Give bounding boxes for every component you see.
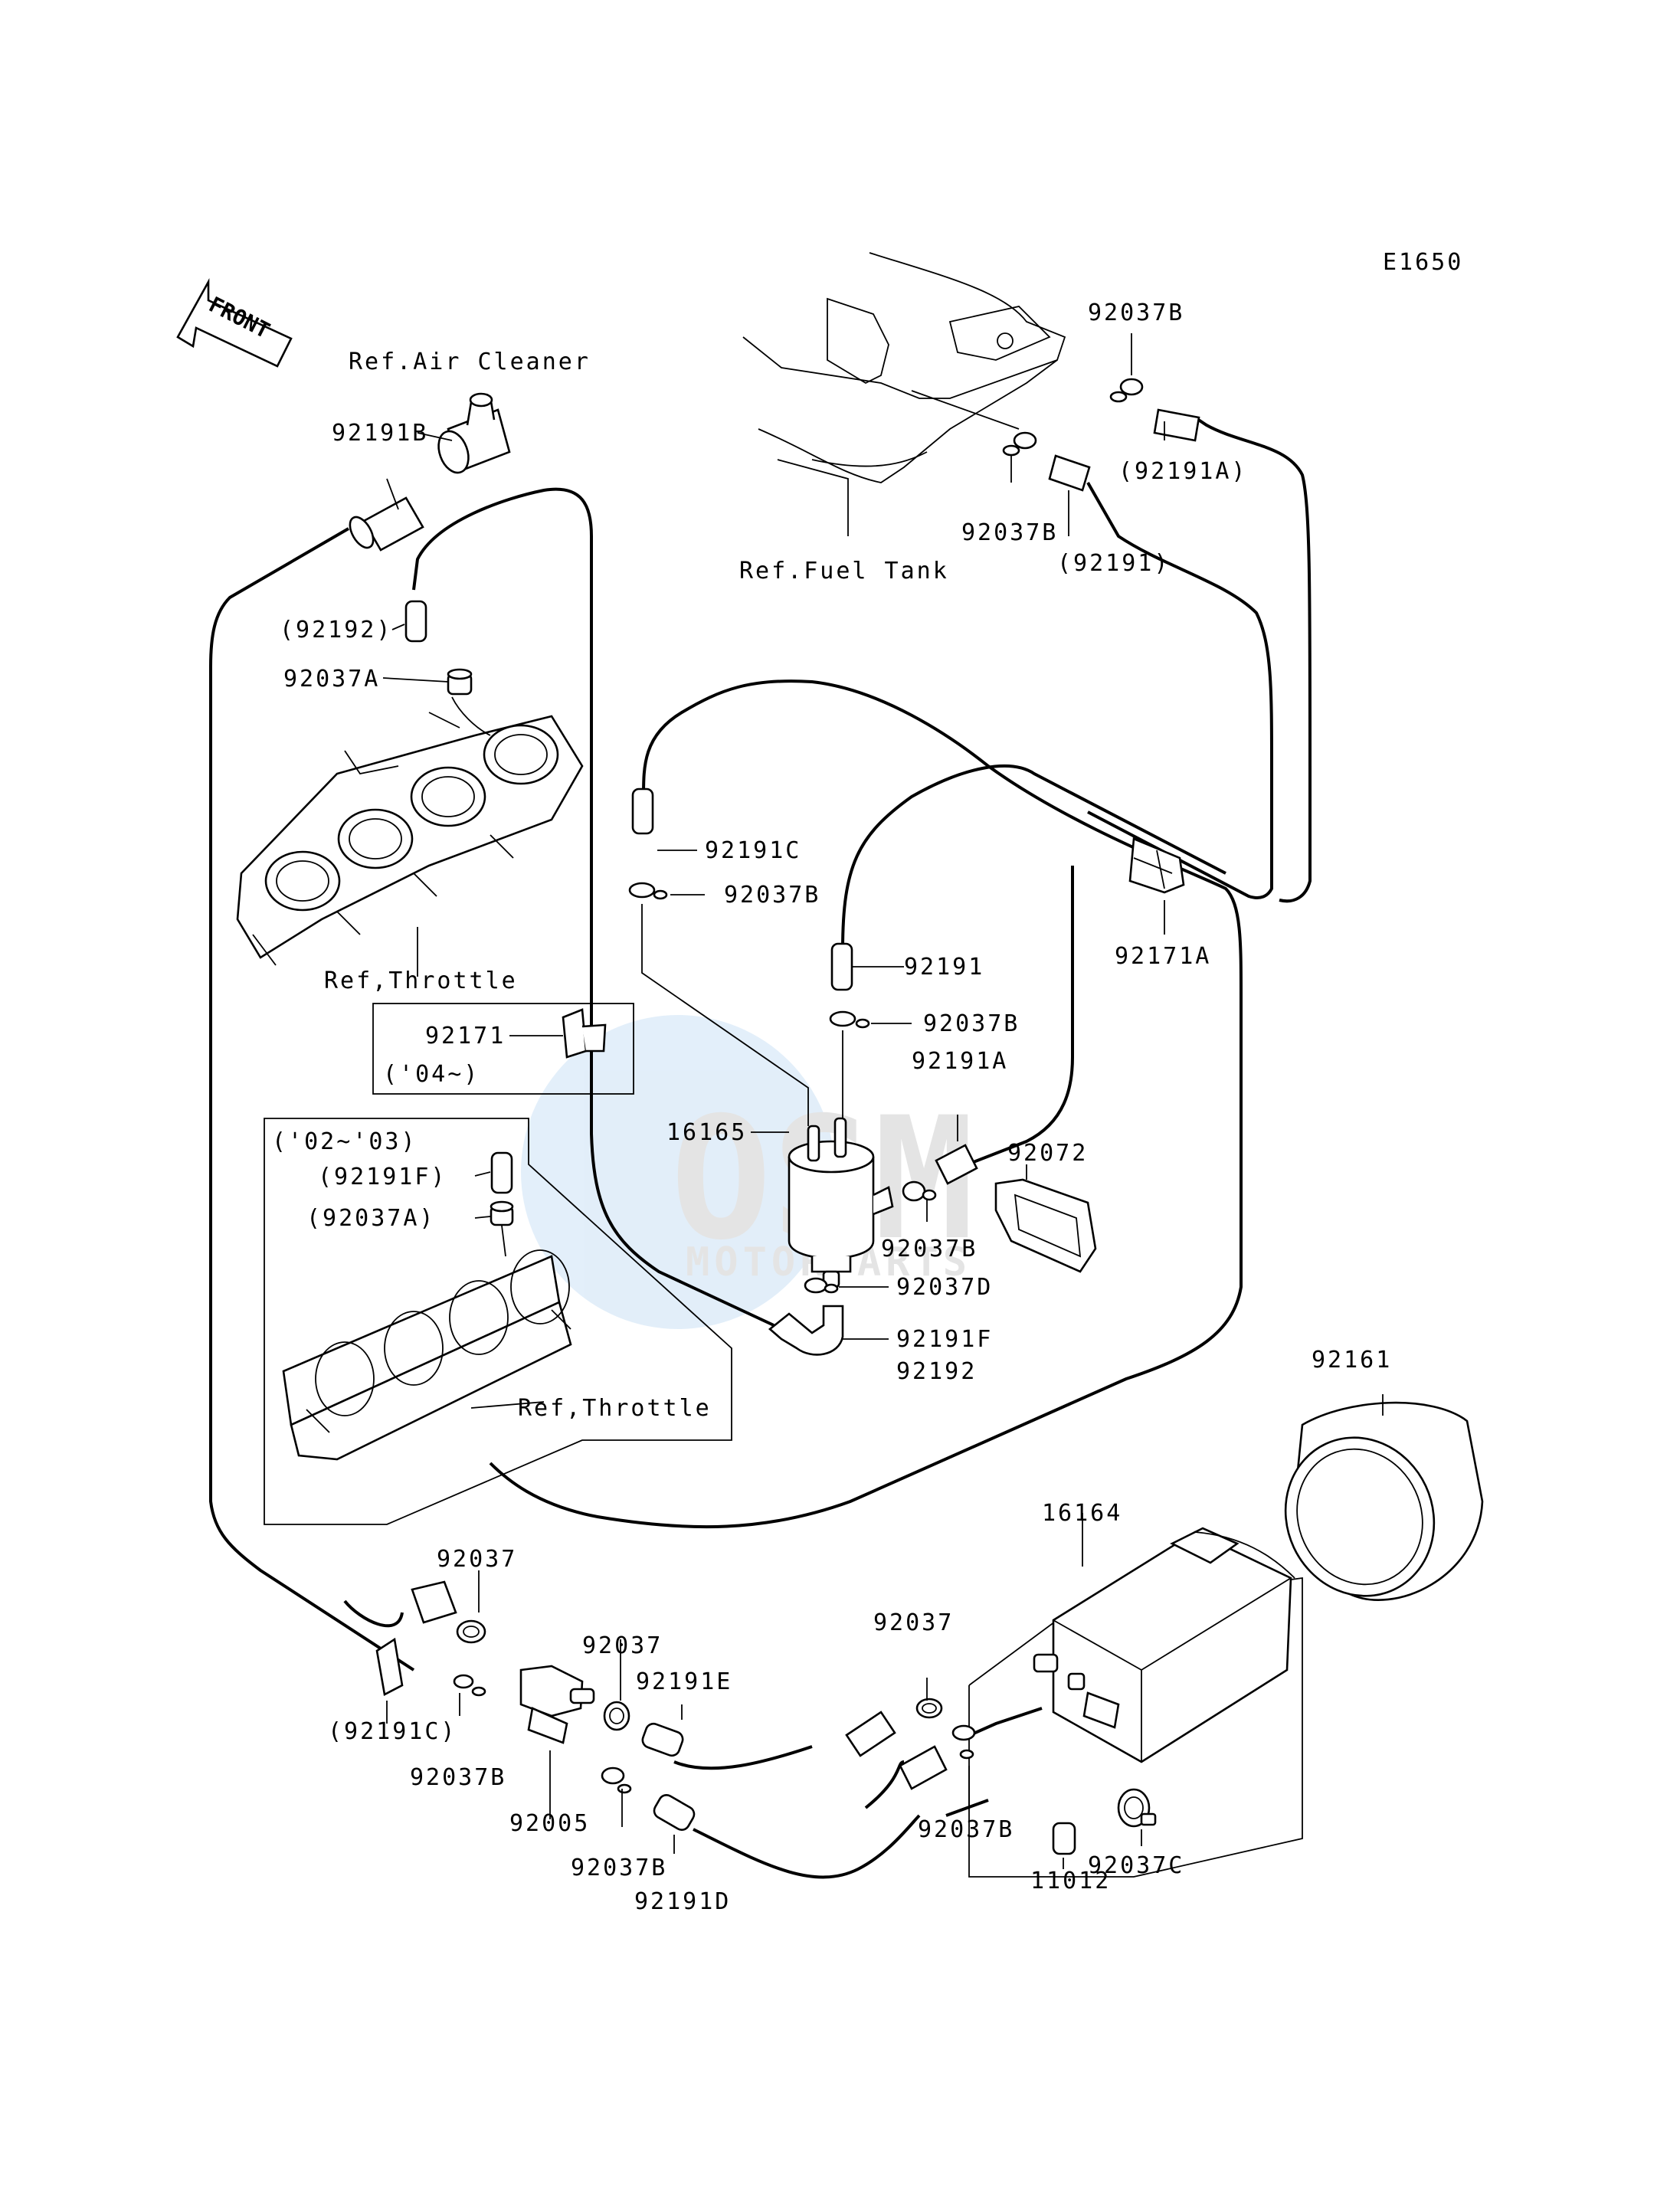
label-92191E: 92191E: [636, 1668, 732, 1695]
joint-92005: [519, 1665, 595, 1744]
hose-lines: [209, 416, 1312, 1879]
hose-92192: [404, 600, 427, 643]
label-92192: 92192: [896, 1358, 977, 1385]
label-92072: 92072: [1007, 1140, 1088, 1167]
label-16164: 16164: [1042, 1500, 1122, 1527]
label-year-04: ('04~): [383, 1061, 480, 1088]
clamp-92037A: [447, 668, 473, 696]
hose-92191: [830, 942, 853, 991]
hose-92191E: [641, 1722, 684, 1757]
clamp-92037C: [1117, 1788, 1157, 1828]
label-92191F: 92191F: [896, 1326, 993, 1353]
label-year-0203: ('02~'03): [272, 1128, 418, 1155]
hose-92191B: [349, 496, 424, 552]
clip-92171A: [1128, 837, 1185, 894]
fuel-tank-part: [742, 252, 1066, 483]
sleeve-92161: [1284, 1401, 1484, 1601]
label-11012: 11012: [1030, 1868, 1111, 1894]
label-92037-b: 92037: [582, 1632, 663, 1659]
frame-0203: [264, 1118, 732, 1525]
label-92192-paren: (92192): [280, 617, 392, 643]
label-92037B-g: 92037B: [571, 1855, 667, 1881]
label-92037B-c: 92037B: [724, 882, 820, 909]
label-92191A: 92191A: [912, 1048, 1008, 1075]
label-16165: 16165: [666, 1119, 747, 1146]
label-92191D: 92191D: [634, 1888, 731, 1915]
throttle-body-upper: [236, 712, 584, 966]
canister-16164: [1033, 1527, 1295, 1763]
fuel-filter-16165: [788, 1117, 894, 1288]
diagram-code: E1650: [1383, 249, 1463, 276]
hose-92191E-end: [845, 1711, 896, 1757]
clamp-92037-b: [603, 1701, 630, 1731]
front-arrow: FRONT: [176, 277, 293, 368]
hose-92191A-upper: [1153, 408, 1200, 442]
clamp-92037B-g: [601, 1766, 632, 1794]
throttle-body-lower: [282, 1249, 572, 1461]
ref-throttle-upper: Ref,Throttle: [324, 968, 518, 994]
label-92037-a: 92037: [437, 1546, 517, 1573]
ref-fuel-tank: Ref.Fuel Tank: [739, 558, 949, 584]
label-92171A: 92171A: [1115, 943, 1211, 970]
label-92171: 92171: [425, 1023, 506, 1049]
leader-lines: [382, 333, 1384, 1869]
frame-04: [372, 1003, 634, 1095]
label-92037A: 92037A: [283, 666, 380, 692]
hose-92191D-end: [899, 1745, 948, 1790]
label-92161: 92161: [1312, 1347, 1392, 1374]
bracket-92072: [994, 1178, 1097, 1273]
label-92037B-d: 92037B: [923, 1010, 1020, 1037]
label-92005: 92005: [509, 1810, 590, 1837]
label-92037B-top: 92037B: [1088, 300, 1184, 326]
label-92037A-paren: (92037A): [306, 1205, 436, 1232]
clamp-92037B-top: [1109, 378, 1144, 403]
clamp-92037D: [804, 1277, 839, 1294]
labels: Ref.Air Cleaner 92191B (92192) 92037A Re…: [272, 300, 1392, 1915]
label-92191B: 92191B: [332, 420, 428, 447]
ref-throttle-lower: Ref,Throttle: [518, 1395, 712, 1422]
label-92191C: 92191C: [705, 837, 801, 864]
label-92037B-h: 92037B: [918, 1816, 1014, 1843]
hose-92191C-lower: [375, 1637, 404, 1696]
hose-92191D: [653, 1794, 696, 1831]
hose-92191F-elbow: [768, 1305, 844, 1356]
parts: [236, 378, 1484, 1855]
part-11012: [1052, 1822, 1076, 1855]
label-92191F-paren: (92191F): [318, 1164, 447, 1190]
hose-92191C: [631, 787, 654, 835]
label-92191A-paren: (92191A): [1118, 458, 1248, 485]
label-92037-c: 92037: [873, 1609, 954, 1636]
clamp-92037B-f: [453, 1674, 486, 1697]
ref-air-cleaner: Ref.Air Cleaner: [349, 349, 591, 375]
label-92037B-e: 92037B: [881, 1236, 978, 1262]
hose-92191-upper: [1048, 454, 1091, 492]
clamp-92037B-tank: [1002, 431, 1037, 457]
label-92037D: 92037D: [896, 1274, 993, 1301]
clamp-92037B-c: [628, 882, 668, 900]
clamp-92037-c: [915, 1698, 943, 1719]
hose-92191F-upper: [490, 1151, 513, 1194]
clamp-92037A-lower: [490, 1200, 514, 1226]
label-92037C: 92037C: [1088, 1852, 1184, 1879]
clamp-92037B-d: [829, 1010, 870, 1029]
label-92191C-paren: (92191C): [328, 1718, 457, 1745]
air-cleaner-joint: [437, 392, 511, 474]
clip-92171: [562, 1008, 607, 1059]
label-92037B-tank: 92037B: [961, 519, 1058, 546]
hose-92191A: [935, 1144, 978, 1185]
clamp-92037B-h: [951, 1724, 976, 1760]
label-92037B-f: 92037B: [410, 1764, 506, 1791]
label-92191: 92191: [904, 954, 984, 981]
hose-lower-left: [411, 1580, 457, 1624]
clamp-92037-a: [456, 1619, 486, 1644]
label-92191-paren: (92191): [1057, 550, 1170, 577]
clamp-92037B-e: [902, 1180, 937, 1202]
